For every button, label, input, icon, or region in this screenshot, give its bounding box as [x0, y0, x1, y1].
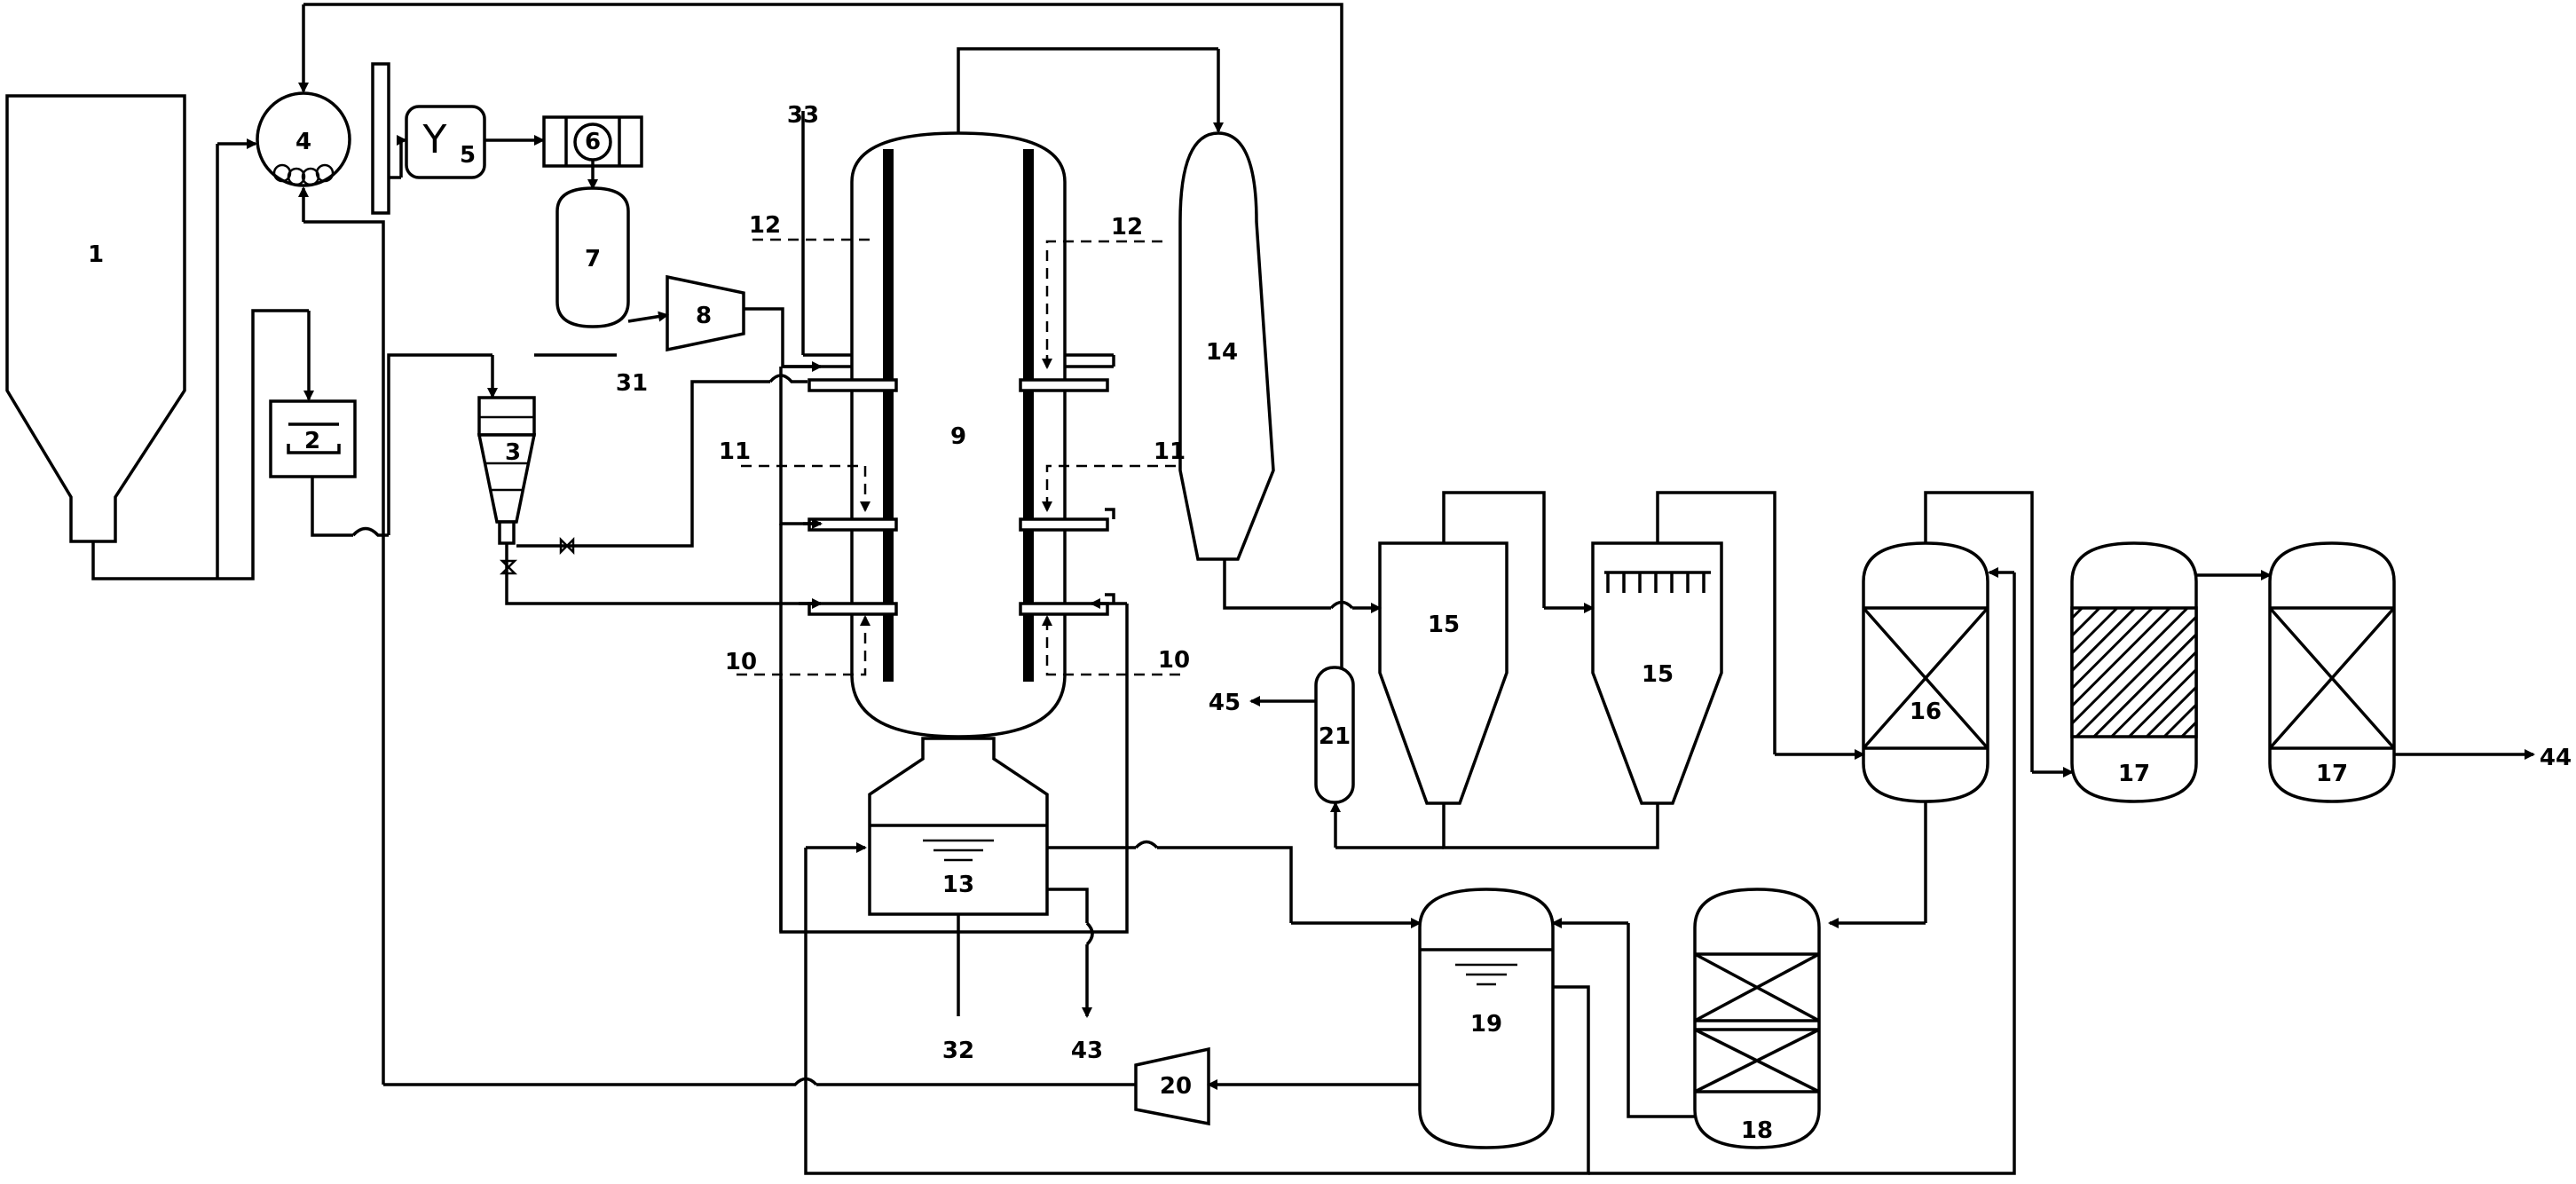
label-4: 4 [295, 129, 311, 155]
column-16 [1862, 541, 1989, 803]
label-15a: 15 [1428, 612, 1460, 638]
label-10-left: 10 [725, 649, 757, 675]
label-43: 43 [1071, 1038, 1103, 1064]
valve-symbols [499, 536, 575, 575]
compressor-20 [1134, 1046, 1210, 1126]
process-lines [91, 3, 2535, 1175]
tank-19 [1418, 888, 1555, 1149]
feed-silo-1 [5, 94, 186, 543]
vessel-7 [555, 186, 630, 328]
column-18 [1693, 888, 1821, 1149]
mill-4 [256, 91, 351, 187]
label-44: 44 [2540, 745, 2572, 771]
quench-tank-13 [868, 737, 1049, 916]
label-11-right: 11 [1154, 438, 1186, 465]
cyclone-15a [1378, 541, 1509, 805]
vessel-14 [1178, 131, 1275, 561]
label-8: 8 [696, 303, 712, 329]
label-16: 16 [1910, 699, 1942, 725]
label-12-right: 12 [1111, 214, 1143, 241]
crusher-2 [269, 399, 357, 478]
label-9: 9 [950, 423, 966, 450]
label-12-left: 12 [749, 212, 781, 239]
label-1: 1 [88, 241, 104, 268]
compressor-8 [666, 274, 745, 352]
label-5: 5 [460, 142, 476, 169]
adsorber-17a [2070, 541, 2198, 803]
dashed-lines [737, 238, 1180, 676]
label-18: 18 [1741, 1117, 1773, 1144]
label-3: 3 [505, 439, 521, 466]
label-21: 21 [1319, 723, 1351, 750]
separator-y-glyph: Y [422, 117, 447, 162]
label-2: 2 [304, 428, 320, 454]
label-20: 20 [1160, 1073, 1192, 1100]
label-10-right: 10 [1158, 647, 1190, 674]
label-33: 33 [787, 102, 819, 129]
adsorber-17b [2268, 541, 2396, 803]
label-19: 19 [1470, 1011, 1502, 1038]
feeder-3 [477, 396, 537, 545]
label-32: 32 [942, 1038, 974, 1064]
label-6: 6 [585, 129, 601, 155]
label-15b: 15 [1642, 661, 1674, 688]
label-7: 7 [585, 246, 601, 272]
label-31: 31 [616, 370, 648, 397]
label-17b: 17 [2316, 761, 2348, 787]
reactor-9 [803, 131, 1115, 738]
label-11-left: 11 [719, 438, 751, 465]
bag-filter-15b [1591, 541, 1723, 805]
label-45: 45 [1209, 690, 1241, 716]
label-17a: 17 [2118, 761, 2150, 787]
label-13: 13 [942, 872, 974, 898]
equipment-labels: 1 2 3 4 Y 5 6 7 8 9 10 10 11 11 12 12 13… [88, 102, 2572, 1144]
riser-tube [371, 62, 390, 215]
label-14: 14 [1206, 339, 1238, 366]
